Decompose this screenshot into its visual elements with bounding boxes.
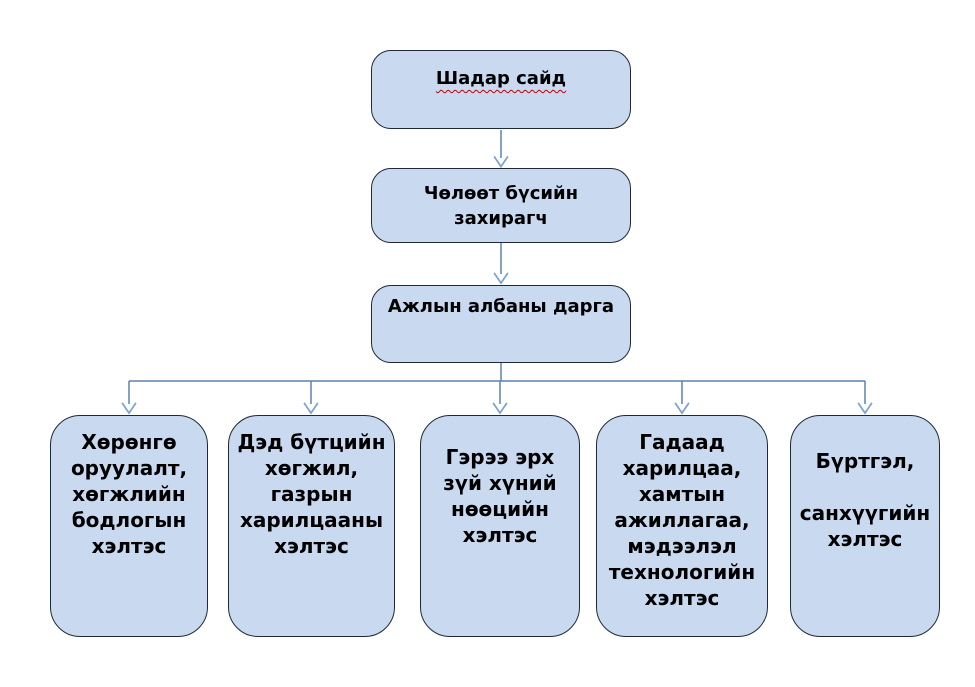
department-node-investment-development-policy: Хөрөнгө оруулалт, хөгжлийн бодлогын хэлт… <box>50 415 208 637</box>
arrow-down-icon <box>493 272 509 285</box>
node-free-zone-governor-label: Чөлөөт бүсийн захирагч <box>423 182 579 229</box>
arrow-down-icon <box>121 402 137 415</box>
underline-wrapper: Шадар сайд <box>436 66 566 91</box>
department-label: Бүртгэл, санхүүгийн хэлтэс <box>799 449 931 551</box>
department-label: Хөрөнгө оруулалт, хөгжлийн бодлогын хэлт… <box>70 430 188 558</box>
arrow-down-icon <box>493 156 509 169</box>
arrow-down-icon <box>857 402 873 415</box>
node-free-zone-governor: Чөлөөт бүсийн захирагч <box>371 168 631 243</box>
node-office-head-label: Ажлын албаны дарга <box>387 296 615 317</box>
department-label: Гадаад харилцаа, хамтын ажиллагаа, мэдээ… <box>608 430 756 610</box>
node-deputy-prime-minister-label: Шадар сайд <box>435 68 567 89</box>
arrow-down-icon <box>674 402 690 415</box>
arrow-down-icon <box>303 402 319 415</box>
department-node-contracts-legal-hr: Гэрээ эрх зүй хүний нөөцийн хэлтэс <box>420 415 580 637</box>
department-node-infrastructure-land-relations: Дэд бүтцийн хөгжил, газрын харилцааны хэ… <box>228 415 395 637</box>
arrow-down-icon <box>492 402 508 415</box>
department-node-foreign-relations-it: Гадаад харилцаа, хамтын ажиллагаа, мэдээ… <box>596 415 768 637</box>
department-label: Гэрээ эрх зүй хүний нөөцийн хэлтэс <box>443 445 557 547</box>
department-label: Дэд бүтцийн хөгжил, газрын харилцааны хэ… <box>237 430 386 558</box>
node-office-head: Ажлын албаны дарга <box>371 285 631 363</box>
node-deputy-prime-minister: Шадар сайд <box>371 50 631 129</box>
department-node-registration-finance: Бүртгэл, санхүүгийн хэлтэс <box>790 415 940 637</box>
